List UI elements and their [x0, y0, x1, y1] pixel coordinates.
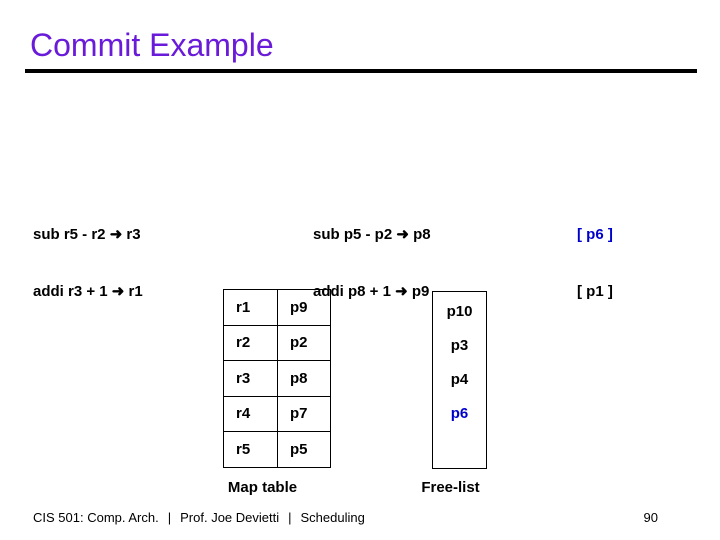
free-list-box: p10 p3 p4 p6	[432, 291, 487, 469]
map-table-row: r5 p5	[223, 431, 331, 468]
free-list-item: p4	[450, 371, 469, 388]
free-list-label: Free-list	[421, 479, 480, 496]
page-number: 90	[643, 510, 658, 525]
map-table-label: Map table	[227, 479, 298, 496]
map-table-cell-reg: r5	[223, 431, 278, 468]
footer-separator: |	[167, 510, 172, 525]
footer-separator: |	[288, 510, 292, 525]
map-table-cell-reg: r3	[223, 360, 278, 397]
page-title: Commit Example	[30, 27, 274, 63]
free-list-item: p10	[446, 303, 473, 320]
map-table-row: r2 p2	[223, 324, 331, 361]
map-table-cell-phys: p9	[277, 289, 331, 326]
map-table-cell-reg: r1	[223, 289, 278, 326]
free-list-item: p3	[450, 337, 469, 354]
map-table-cell-reg: r2	[223, 324, 278, 361]
footer: CIS 501: Comp. Arch. | Prof. Joe Devietti |…	[33, 510, 365, 525]
architectural-code-block: sub r5 - r2 ➜ r3 addi r3 + 1 ➜ r1	[33, 187, 143, 339]
map-table-cell-phys: p2	[277, 324, 331, 361]
map-table-cell-reg: r4	[223, 395, 278, 432]
map-table-cell-phys: p8	[277, 360, 331, 397]
code-line: sub r5 - r2 ➜ r3	[33, 226, 141, 243]
overwritten-tag: [ p6 ]	[577, 226, 613, 243]
title-underline	[25, 69, 697, 73]
map-table-row: r1 p9	[223, 289, 331, 326]
map-table-row: r4 p7	[223, 395, 331, 432]
footer-course: CIS 501: Comp. Arch.	[33, 510, 159, 525]
code-line: addi r3 + 1 ➜ r1	[33, 283, 143, 300]
footer-professor: Prof. Joe Devietti	[180, 510, 280, 525]
map-table: r1 p9 r2 p2 r3 p8 r4 p7 r5 p5	[223, 289, 331, 468]
map-table-cell-phys: p7	[277, 395, 331, 432]
overwritten-tags-block: [ p6 ] [ p1 ]	[577, 187, 613, 339]
footer-topic: Scheduling	[300, 510, 365, 525]
overwritten-tag: [ p1 ]	[577, 283, 613, 300]
free-list-item: p6	[450, 405, 469, 422]
map-table-row: r3 p8	[223, 360, 331, 397]
map-table-cell-phys: p5	[277, 431, 331, 468]
code-line: sub p5 - p2 ➜ p8	[313, 226, 431, 243]
